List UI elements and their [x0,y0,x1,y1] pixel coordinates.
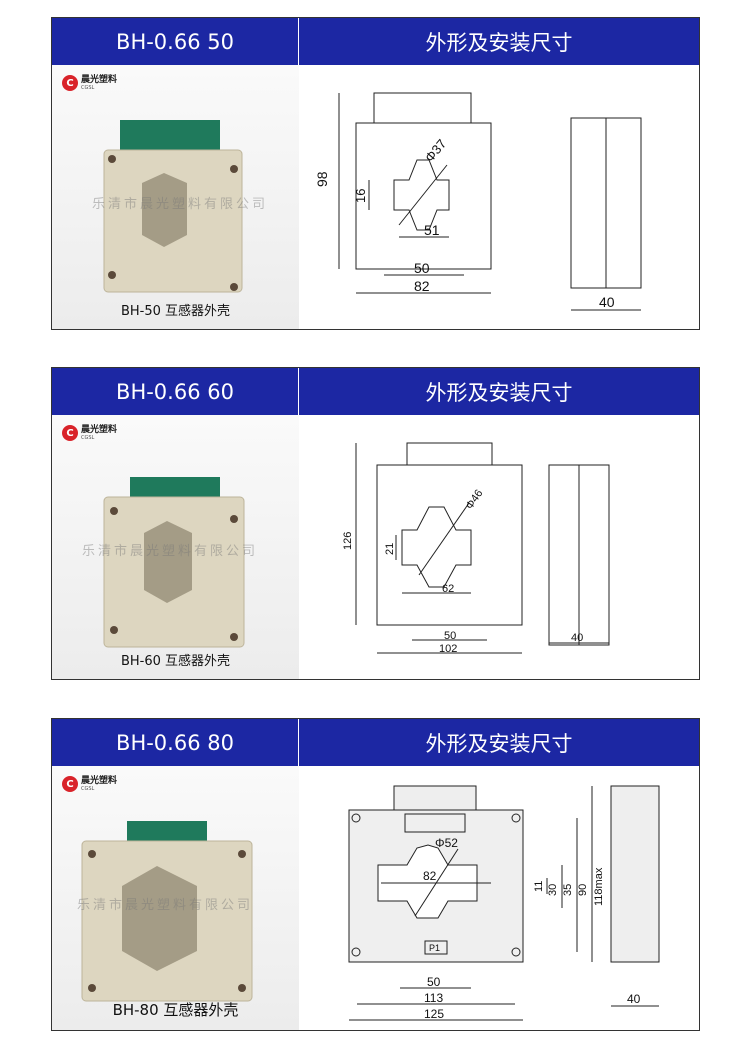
dim-mount: 50 [444,630,456,642]
dim-90: 90 [577,884,589,896]
housing-image [103,120,243,293]
dimension-drawing: Φ52 82 P1 11 30 35 90 118max 50 113 125 … [299,766,699,1030]
dim-slot: 11 [533,881,545,892]
dim-height: 126 [342,532,354,550]
watermark: 乐清市晨光塑料有限公司 [82,544,259,559]
drawing-header: 外形及安装尺寸 [299,368,699,415]
dim-35: 35 [562,884,574,896]
model-header: BH-0.66 50 [52,18,299,65]
product-caption: BH-50 互感器外壳 [120,304,231,319]
dim-width: 82 [414,278,430,294]
dim-depth: 40 [627,992,641,1006]
dim-slot: 16 [353,189,368,203]
dim-diameter: Φ46 [464,488,486,512]
watermark: 乐清市晨光塑料有限公司 [77,898,254,913]
dim-window: 51 [424,222,440,238]
dim-mount: 50 [414,260,430,276]
dim-height: 98 [314,171,330,187]
drawing-header: 外形及安装尺寸 [299,719,699,766]
housing-image [103,477,245,648]
dim-depth: 40 [571,632,583,644]
watermark: 乐清市晨光塑料有限公司 [92,197,269,212]
model-header: BH-0.66 60 [52,368,299,415]
model-header: BH-0.66 80 [52,719,299,766]
dim-window: 62 [442,583,454,595]
housing-image [81,821,253,1002]
dimension-drawing: 126 21 Φ46 62 50 102 40 [299,415,699,679]
product-caption: BH-80 互感器外壳 [112,1001,239,1019]
p1-mark: P1 [429,943,440,953]
product-caption: BH-60 互感器外壳 [120,654,231,669]
dim-30: 30 [547,884,559,896]
dim-width: 125 [424,1007,444,1021]
dim-window: 82 [423,869,437,883]
dim-width: 102 [439,643,457,655]
dim-slot: 21 [384,543,396,555]
drawing-header: 外形及安装尺寸 [299,18,699,65]
dimension-drawing: 98 16 Φ37 51 50 82 40 [299,65,699,329]
dim-diameter: Φ52 [435,836,458,850]
dim-diameter: Φ37 [422,136,449,165]
dim-mount: 50 [427,975,441,989]
dim-depth: 40 [599,294,615,310]
dim-hole-span: 113 [424,991,443,1005]
dim-height: 118max [593,867,605,906]
